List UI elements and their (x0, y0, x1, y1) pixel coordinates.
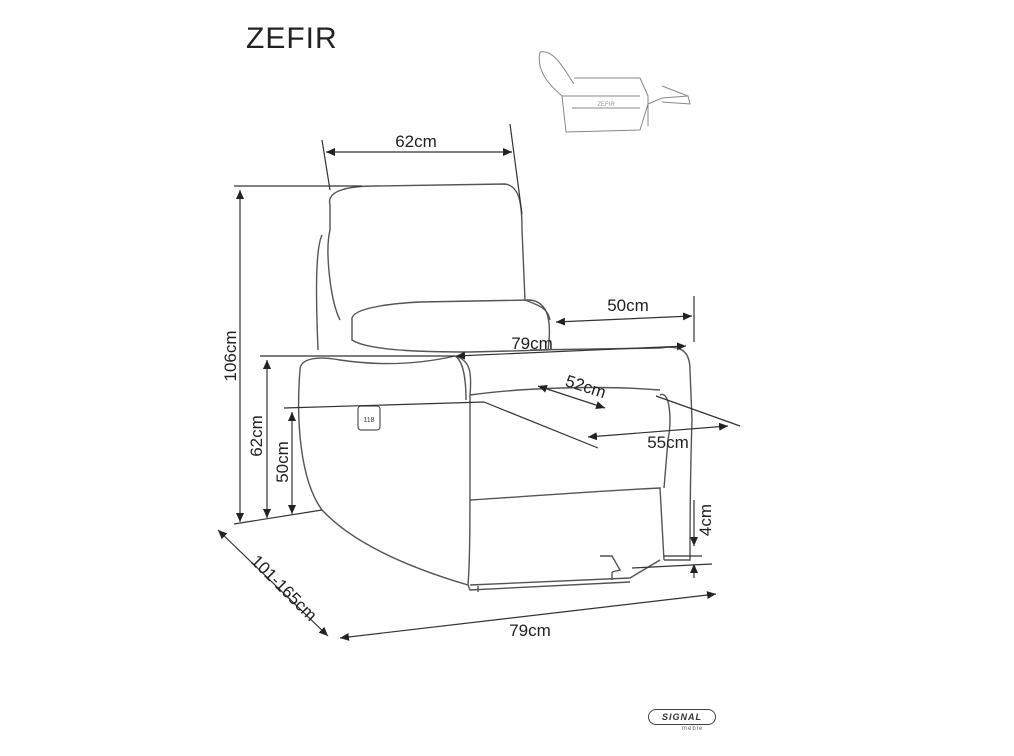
brand-sub: meble (682, 726, 704, 732)
label-total-width: 79cm (509, 621, 551, 640)
mini-label: ZEFIR (597, 102, 615, 108)
label-total-height: 106cm (221, 330, 240, 381)
label-backrest-width: 62cm (395, 132, 437, 151)
label-armrest-height: 62cm (247, 415, 266, 457)
label-inner-width: 79cm (511, 334, 553, 353)
label-leg-height: 4cm (696, 504, 715, 536)
label-depth-range: 101-165cm (247, 551, 321, 625)
reclined-sketch: ZEFIR (538, 51, 691, 133)
label-seat-depth: 55cm (647, 433, 689, 452)
label-seat-width: 52cm (563, 371, 608, 402)
product-title: ZEFIR (246, 22, 338, 55)
label-footrest-length: 50cm (607, 296, 649, 315)
dimension-labels: 62cm 106cm 62cm 50cm 50cm 79cm 52cm 55cm… (221, 132, 715, 640)
dimension-lines (217, 123, 741, 641)
remote-label: 118 (363, 417, 374, 424)
brand-logo: SIGNAL (648, 709, 716, 725)
chair-outline (297, 183, 693, 592)
label-seat-height: 50cm (273, 441, 292, 483)
remote-control: 118 (357, 405, 381, 431)
